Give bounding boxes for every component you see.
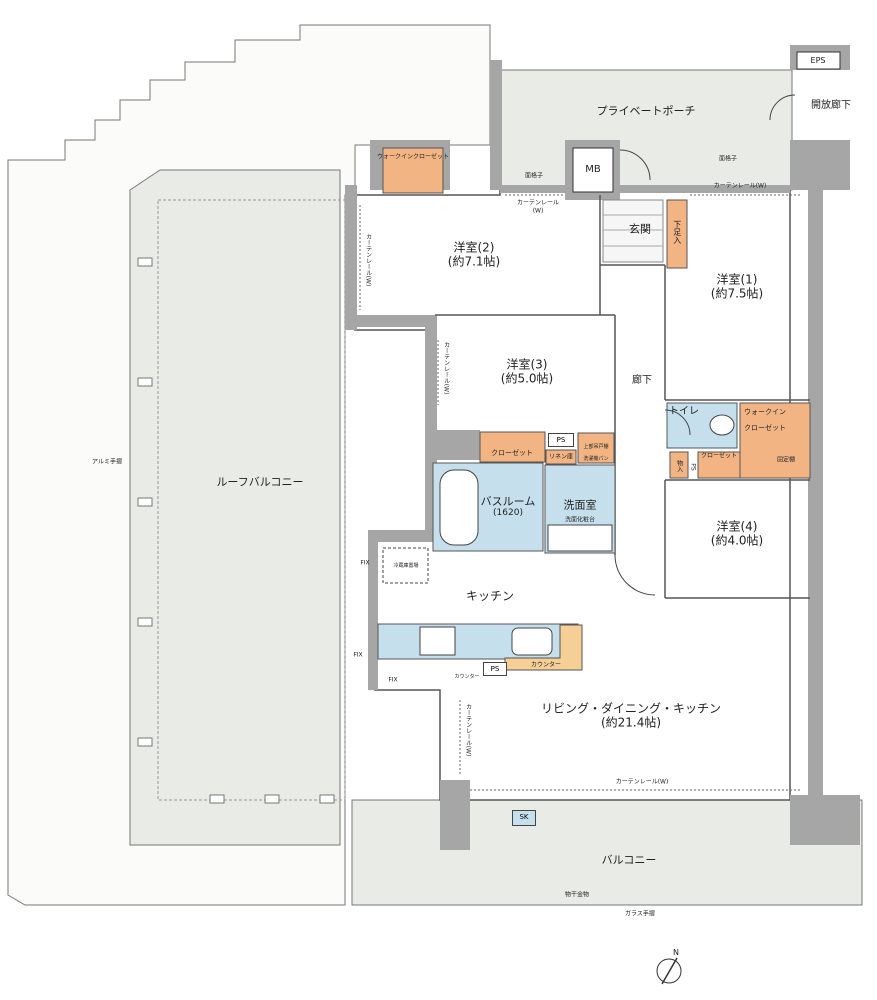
vanity-label: 洗面化粧台 (564, 516, 596, 524)
fridge-space (382, 547, 429, 584)
wall-block (790, 795, 860, 845)
curtain-rail-label-6: カーテンレール (516, 199, 560, 207)
room-hallway: 廊下 (632, 375, 652, 386)
room-washroom: 洗面室 (563, 498, 597, 512)
closet-4-label: クローゼット (700, 452, 738, 460)
curtain-rail-label-3: カーテンレール(W) (464, 703, 472, 757)
room-entrance: 玄関 (629, 222, 651, 236)
walkin-closet-1 (739, 402, 811, 479)
eps-box (796, 51, 841, 70)
room-balcony: バルコニー (601, 853, 657, 867)
eps-label: EPS (810, 56, 826, 66)
fixed-shelf-label: 固定棚 (776, 456, 796, 464)
fix-label-1: FIX (360, 559, 370, 567)
wall-block (808, 185, 823, 805)
storage-label: 物入 (675, 460, 683, 472)
room-western-3: 洋室(3)(約5.0帖) (500, 357, 554, 386)
roof-balcony-rail (157, 199, 346, 801)
rail-posts (137, 257, 335, 804)
vanity (547, 524, 613, 552)
linen-label: リネン庫 (548, 453, 574, 461)
fix-label-2: FIX (353, 651, 363, 659)
alum-rail-label: アルミ手摺 (92, 458, 122, 466)
wall-block (368, 530, 433, 542)
walkin-closet-small-label: ウォークインクローゼット (376, 153, 450, 161)
closet-3-label: クローゼット (491, 448, 533, 457)
shoe-box (666, 199, 688, 269)
door-swing (614, 554, 656, 596)
room-bathroom: バスルーム(1620) (480, 495, 536, 519)
room-kitchen: キッチン (465, 588, 515, 603)
curtain-rail-w-label: (W) (532, 207, 544, 215)
closet-4 (697, 451, 741, 479)
wall-block (490, 60, 502, 190)
upper-cabinet-label: 上部吊戸棚 (583, 444, 609, 450)
room-open-corridor: 開放廊下 (811, 100, 851, 111)
north-circle (656, 958, 682, 984)
wall-block (440, 780, 470, 850)
walkin-closet-1-label-b: クローゼット (744, 423, 786, 432)
mb-label: MB (585, 164, 601, 175)
entrance-steps (602, 199, 664, 263)
lattice-label-2: 面格子 (718, 155, 738, 163)
wall-block (790, 140, 850, 190)
counter-label: カウンター (530, 661, 562, 669)
curtain-rail-label-5: カーテンレール(W) (713, 182, 767, 190)
room-roof-balcony: ルーフバルコニー (216, 475, 304, 489)
bathtub (439, 469, 479, 546)
ps-label-3: PS (689, 463, 697, 471)
fix-label-3: FIX (388, 676, 398, 684)
sk-box: SK (512, 810, 536, 826)
walkin-closet-1-label-a: ウォークイン (744, 407, 786, 416)
balcony-floor (351, 799, 863, 906)
sink (511, 627, 553, 656)
mb-box (572, 147, 614, 193)
closet-3 (479, 431, 546, 463)
curtain-rail-label-1: カーテンレール(W) (364, 233, 372, 287)
glass-rail-label: ガラス手摺 (625, 910, 655, 918)
room-toilet: トイレ (669, 406, 699, 417)
lattice-label-1: 面格子 (524, 172, 544, 180)
roof-balcony-floor (129, 169, 341, 846)
stove (419, 626, 456, 656)
room-ldk: リビング・ダイニング・キッチン(約21.4帖) (540, 701, 722, 730)
ps-box-2: PS (483, 662, 507, 676)
door-swing (664, 409, 691, 436)
curtain-rail-label-4: カーテンレール(W) (615, 778, 669, 786)
laundry-pan-label: 洗濯機パン (583, 456, 609, 462)
room-western-1: 洋室(1)(約7.5帖) (710, 272, 764, 301)
north-arrow (661, 957, 678, 985)
room-western-4: 洋室(4)(約4.0帖) (710, 519, 764, 548)
north-label: N (673, 948, 679, 958)
wall-block (368, 540, 378, 690)
room-private-porch: プライベートポーチ (596, 104, 696, 118)
ps-box-1: PS (548, 433, 574, 447)
fridge-label: 冷蔵庫置場 (393, 563, 419, 569)
door-swing (619, 149, 651, 181)
wall-block (430, 430, 480, 460)
wall-block (345, 315, 435, 327)
door-swing (769, 94, 796, 121)
counter-small-label: カウンター (454, 674, 480, 680)
walkin-closet-small (382, 147, 444, 194)
curtain-rail-label-2: カーテンレール(W) (442, 341, 450, 395)
linen-storage (545, 449, 577, 465)
wall-block (500, 185, 790, 193)
shoe-box-label: 下足入 (672, 220, 682, 244)
toilet-bowl (709, 414, 735, 436)
laundry-hardware-label: 物干金物 (564, 891, 590, 899)
room-western-2: 洋室(2)(約7.1帖) (447, 240, 501, 269)
upper-cabinet (577, 432, 615, 464)
private-porch-floor (499, 69, 793, 191)
storage-box (669, 451, 689, 479)
wall-block (345, 185, 357, 330)
